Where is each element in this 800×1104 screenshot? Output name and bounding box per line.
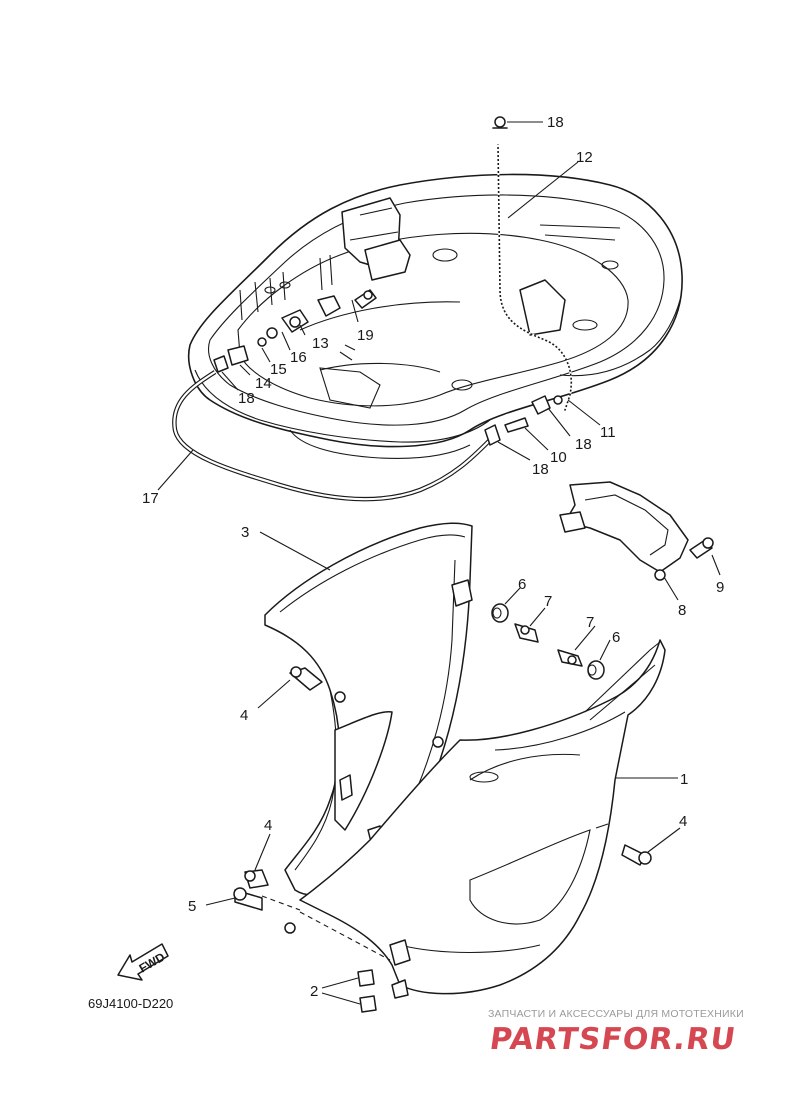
bolt-9 bbox=[689, 537, 714, 559]
callout-9: 9 bbox=[716, 579, 724, 596]
diagram-code: 69J4100-D220 bbox=[88, 996, 173, 1011]
callout-10: 10 bbox=[550, 449, 567, 466]
cowling-1 bbox=[299, 639, 666, 999]
callout-6-left: 6 bbox=[518, 576, 526, 593]
callout-13: 13 bbox=[312, 335, 329, 352]
bracket-8 bbox=[559, 481, 689, 581]
callout-12: 12 bbox=[576, 149, 593, 166]
callout-6-right: 6 bbox=[612, 629, 620, 646]
callout-17: 17 bbox=[142, 490, 159, 507]
callout-3: 3 bbox=[241, 524, 249, 541]
callout-4-upper-left: 4 bbox=[240, 707, 248, 724]
fittings-right bbox=[484, 395, 563, 446]
fwd-arrow-icon: FWD bbox=[117, 943, 169, 981]
callout-7-right: 7 bbox=[586, 614, 594, 631]
upper-cowling-shell bbox=[187, 173, 683, 459]
callout-18-right-lower: 18 bbox=[532, 461, 549, 478]
callout-4-lower-left: 4 bbox=[264, 817, 272, 834]
callout-7-left: 7 bbox=[544, 593, 552, 610]
nut-2-upper bbox=[357, 969, 375, 987]
callout-18-right-upper: 18 bbox=[575, 436, 592, 453]
bolt-4-right bbox=[621, 844, 652, 866]
bolt-4-lower-left bbox=[244, 869, 269, 889]
grommet-6-left bbox=[491, 603, 509, 623]
hose-clip-top bbox=[492, 116, 508, 129]
fittings-group bbox=[213, 289, 377, 373]
nut-2-lower bbox=[359, 995, 377, 1013]
callout-8: 8 bbox=[678, 602, 686, 619]
callout-16: 16 bbox=[290, 349, 307, 366]
leader-lines bbox=[157, 121, 721, 1005]
callout-18-left: 18 bbox=[238, 390, 255, 407]
watermark-tagline: ЗАПЧАСТИ И АКСЕССУАРЫ ДЛЯ МОТОТЕХНИКИ bbox=[488, 1008, 744, 1020]
callout-5: 5 bbox=[188, 898, 196, 915]
watermark-brand-logo: PARTSFOR.RU bbox=[487, 1022, 739, 1057]
hose-17 bbox=[172, 370, 492, 502]
callout-18-top: 18 bbox=[547, 114, 564, 131]
callout-19: 19 bbox=[357, 327, 374, 344]
callout-1: 1 bbox=[680, 771, 688, 788]
grommet-6-right bbox=[587, 660, 605, 680]
callout-14: 14 bbox=[255, 375, 272, 392]
callout-2: 2 bbox=[310, 983, 318, 1000]
callout-11: 11 bbox=[600, 424, 616, 441]
screw-7-right bbox=[557, 649, 583, 667]
callout-15: 15 bbox=[270, 361, 287, 378]
hose-12 bbox=[496, 144, 573, 411]
callout-4-right: 4 bbox=[679, 813, 687, 830]
bolt-5 bbox=[233, 887, 296, 934]
callout-labels: 18 12 19 13 16 15 14 18 11 18 10 18 17 3… bbox=[142, 114, 724, 1000]
screw-7-left bbox=[514, 623, 539, 643]
bolt-4-upper-left bbox=[289, 666, 323, 691]
